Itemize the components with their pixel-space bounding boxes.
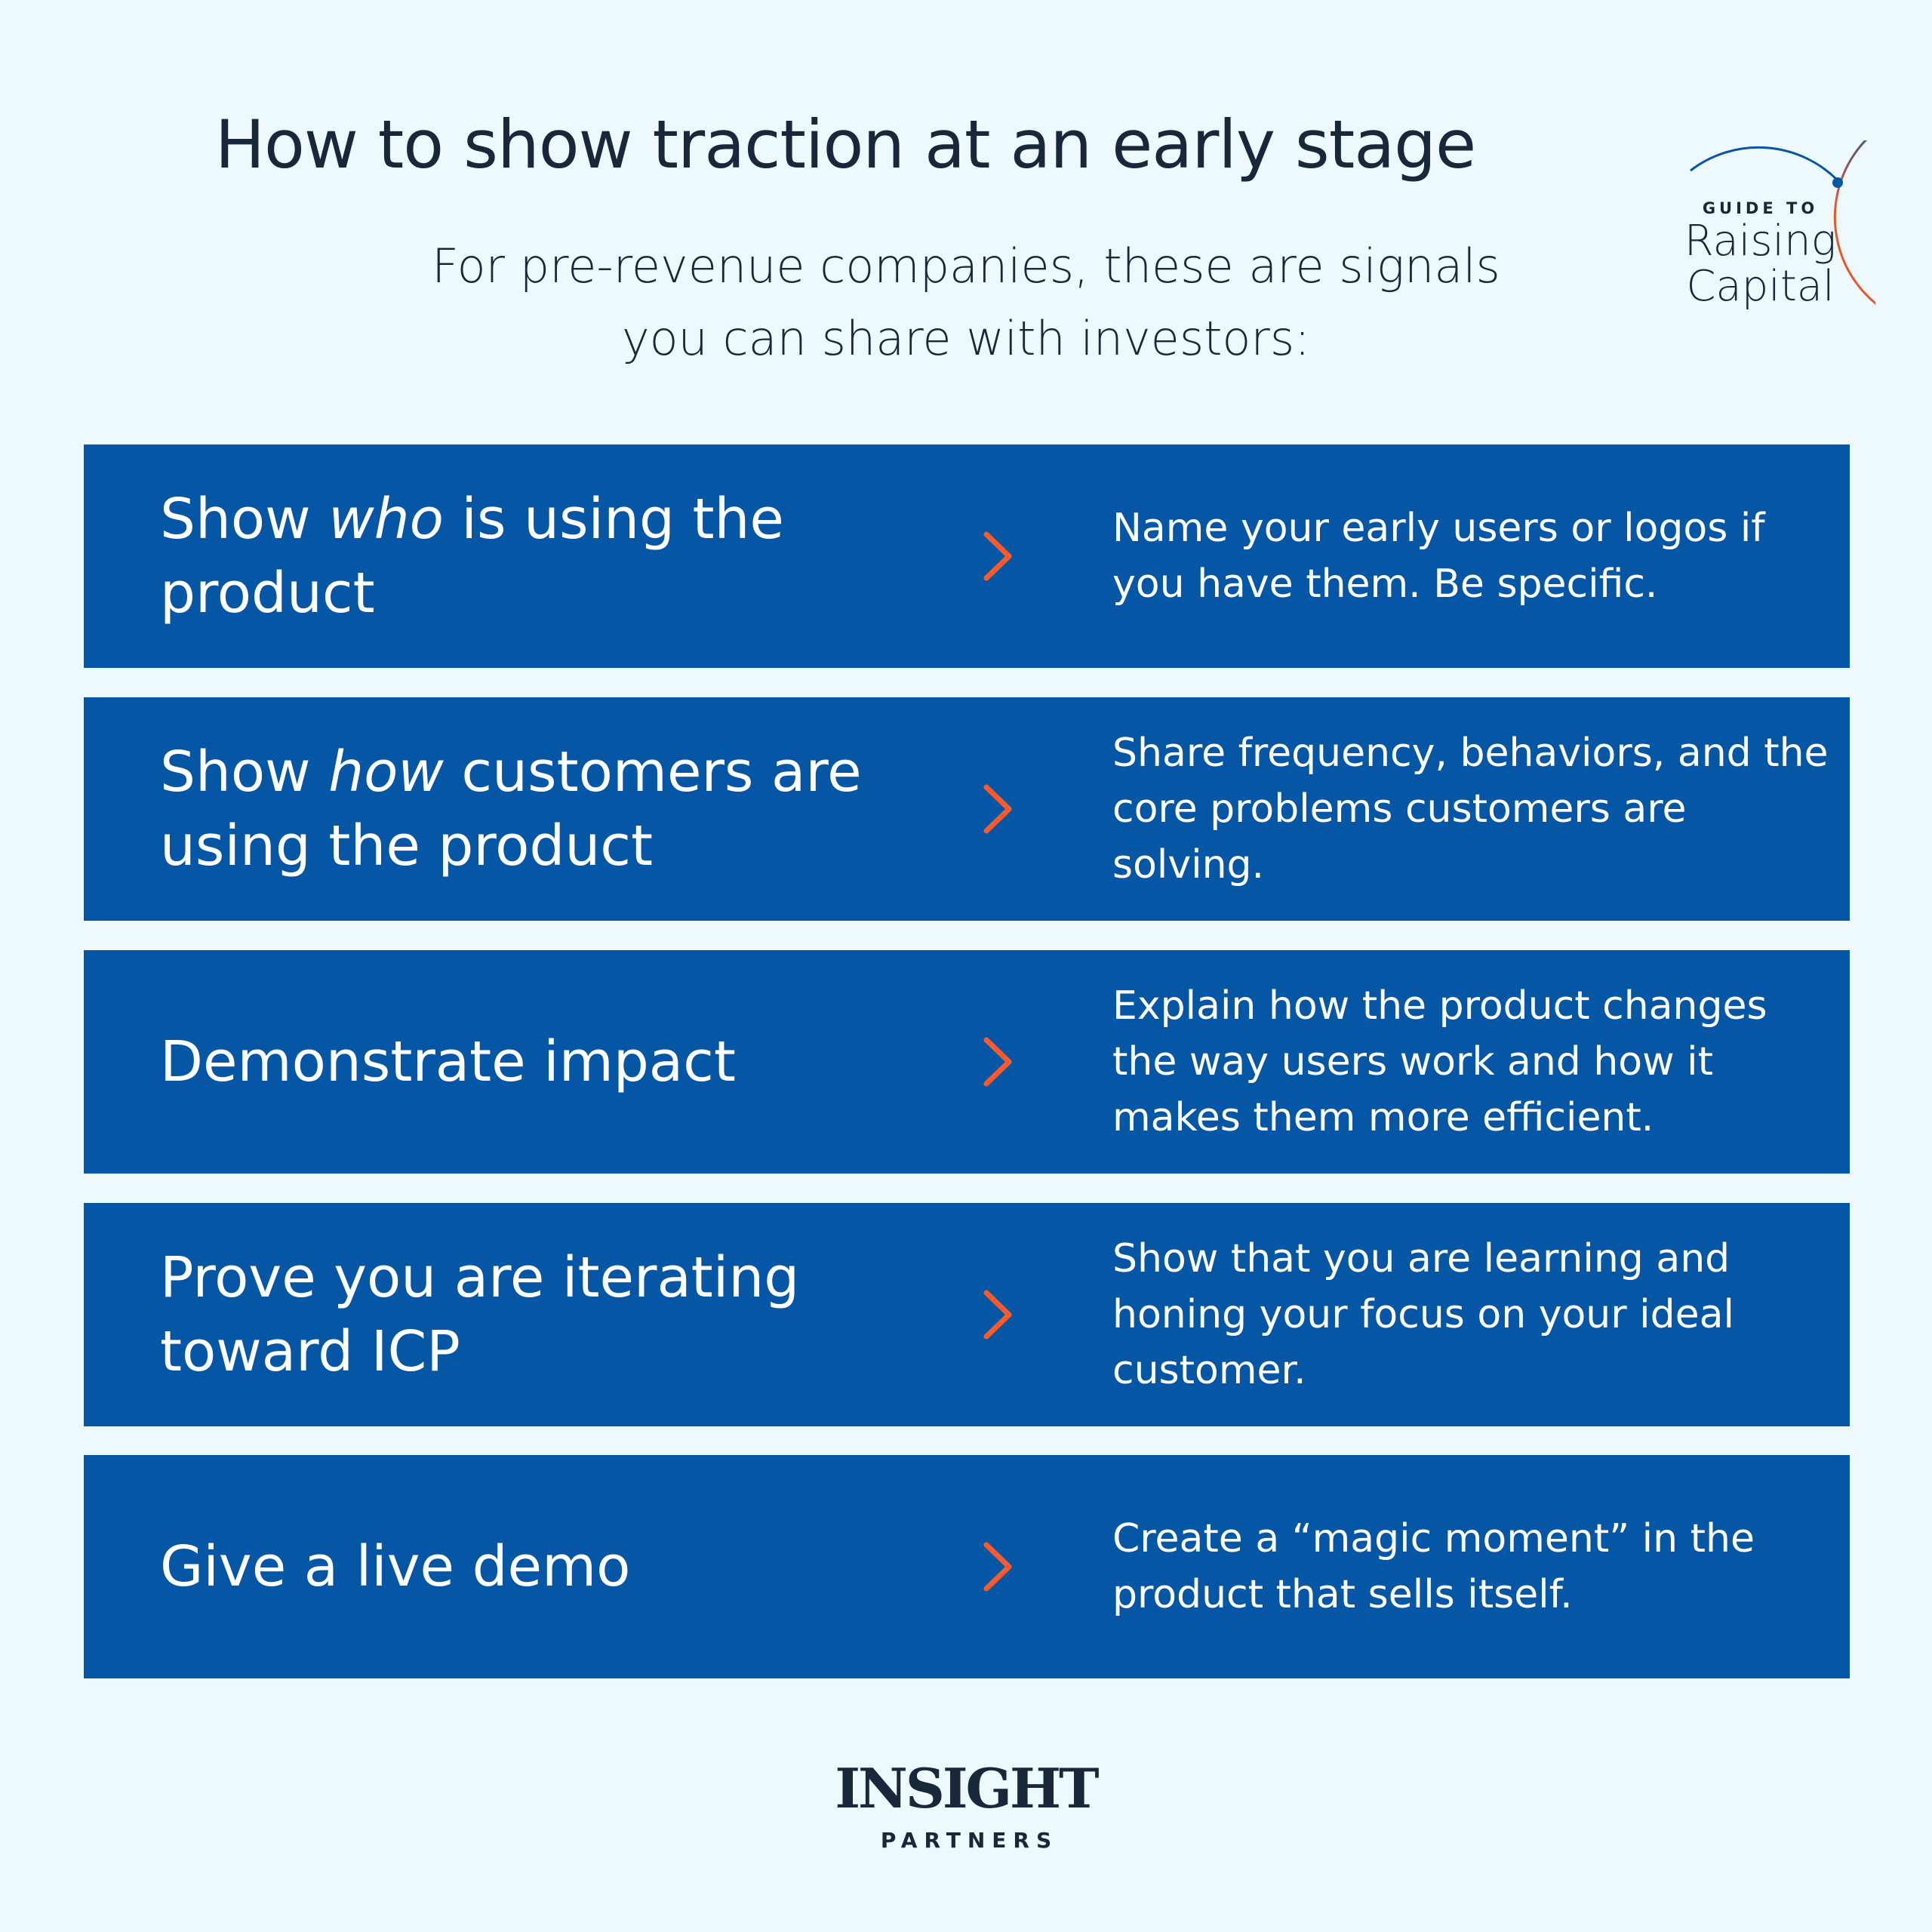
arrow-right-icon [920,1542,1012,1592]
title-text: How to show traction at an early stage [214,106,1476,183]
page-title: How to show traction at an early stage [0,106,1932,183]
signal-title-text: Prove you are iterating toward ICP [160,1245,800,1384]
signal-description-text: Show that you are learning and honing yo… [1112,1236,1734,1393]
badge-title: Raising Capital [1645,219,1875,309]
guide-badge: GUIDE TO Raising Capital [1645,140,1875,371]
signal-title-text: Give a live demo [160,1534,631,1599]
signal-description: Create a “magic moment” in the product t… [1112,1455,1829,1678]
badge-ring-icon [1690,140,1875,305]
subtitle-line: you can share with investors: [621,311,1311,366]
signal-row: Give a live demo Create a “magic moment”… [84,1455,1850,1678]
signal-title: Show how customers are using the product [160,697,915,921]
signal-title: Prove you are iterating toward ICP [160,1203,915,1426]
signal-title: Show who is using the product [160,445,915,668]
signal-description-text: Create a “magic moment” in the product t… [1112,1516,1755,1617]
signal-description: Share frequency, behaviors, and the core… [1112,697,1829,921]
signal-title-emphasis: how [328,740,444,804]
signal-description: Show that you are learning and honing yo… [1112,1203,1829,1426]
signal-description: Name your early users or logos if you ha… [1112,445,1829,668]
badge-title-line: Capital [1686,262,1835,311]
signal-title-text: Show [160,740,329,804]
signal-description-text: Share frequency, behaviors, and the core… [1112,731,1829,888]
signal-title-text: Show [160,487,329,552]
insight-partners-logo: INSIGHT PARTNERS [0,1756,1932,1854]
signal-row: Prove you are iterating toward ICP Show … [84,1203,1850,1426]
badge-title-line: Raising [1684,217,1837,266]
signal-title: Give a live demo [160,1455,915,1678]
arrow-right-icon [920,1290,1012,1340]
signal-description: Explain how the product changes the way … [1112,950,1829,1174]
signal-description-text: Explain how the product changes the way … [1112,983,1767,1140]
arrow-right-icon [920,1037,1012,1087]
badge-label: GUIDE TO [1702,199,1819,217]
subtitle-line: For pre-revenue companies, these are sig… [432,238,1500,294]
signal-title-text: customers are using the product [160,740,862,878]
logo-wordmark: INSIGHT [835,1756,1099,1820]
signal-title-text: Demonstrate impact [160,1029,736,1094]
signal-row: Demonstrate impact Explain how the produ… [84,950,1850,1174]
signal-title-emphasis: who [328,487,444,552]
signal-title-text: is using the product [160,487,784,626]
signal-row: Show how customers are using the product… [84,697,1850,921]
signal-row: Show who is using the product Name your … [84,445,1850,668]
logo-subtitle: PARTNERS [880,1828,1059,1853]
page-subtitle: For pre-revenue companies, these are sig… [249,230,1683,375]
signal-title: Demonstrate impact [160,950,915,1174]
signal-description-text: Name your early users or logos if you ha… [1112,506,1765,607]
arrow-right-icon [920,784,1012,834]
arrow-right-icon [920,531,1012,581]
